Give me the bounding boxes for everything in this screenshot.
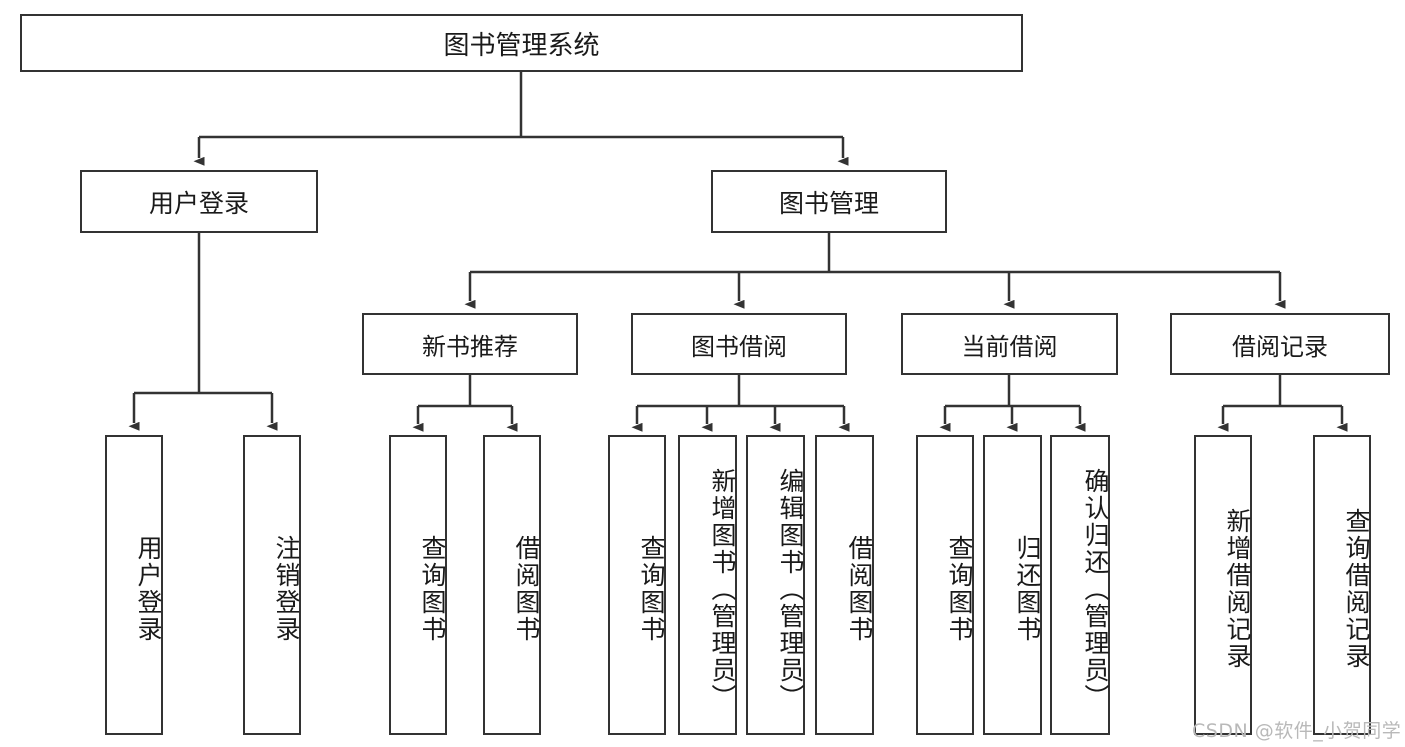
node-leaf-query-book-3-label: 查询图书	[945, 535, 974, 643]
edges-userlogin-to-leaves	[128, 233, 278, 431]
node-leaf-query-record[interactable]: 查询借阅记录	[1313, 435, 1371, 735]
node-leaf-borrow-book-1-label: 借阅图书	[512, 535, 541, 643]
edges-currentborrow-to-leaves	[939, 375, 1086, 432]
node-user-login-label: 用户登录	[148, 188, 249, 218]
csdn-watermark: CSDN @软件_小贺同学	[1192, 720, 1402, 742]
edges-bookborrow-to-leaves	[631, 375, 850, 432]
node-leaf-query-record-label: 查询借阅记录	[1342, 508, 1371, 670]
node-user-login[interactable]: 用户登录	[80, 170, 318, 233]
node-borrow-record[interactable]: 借阅记录	[1170, 313, 1390, 375]
node-current-borrow[interactable]: 当前借阅	[901, 313, 1118, 375]
node-leaf-confirm-return-label: 确认归还（管理员）	[1081, 467, 1110, 711]
node-leaf-return-book-label: 归还图书	[1013, 535, 1042, 643]
node-borrow-record-label: 借阅记录	[1232, 332, 1328, 361]
node-book-borrow[interactable]: 图书借阅	[631, 313, 847, 375]
node-leaf-query-book-1-label: 查询图书	[418, 535, 447, 643]
node-leaf-confirm-return[interactable]: 确认归还（管理员）	[1050, 435, 1110, 735]
node-leaf-edit-book-label: 编辑图书（管理员）	[776, 467, 805, 711]
edges-root-to-level2	[193, 72, 849, 166]
node-root[interactable]: 图书管理系统	[20, 14, 1023, 72]
node-root-label: 图书管理系统	[443, 30, 600, 61]
node-leaf-add-record-label: 新增借阅记录	[1223, 508, 1252, 670]
node-leaf-query-book-2-label: 查询图书	[637, 535, 666, 643]
node-leaf-borrow-book-2-label: 借阅图书	[845, 535, 874, 643]
node-new-book-recommend-label: 新书推荐	[422, 332, 518, 361]
edges-newbook-to-leaves	[412, 375, 518, 432]
node-leaf-user-login-label: 用户登录	[134, 535, 163, 643]
node-leaf-return-book[interactable]: 归还图书	[983, 435, 1042, 735]
node-book-borrow-label: 图书借阅	[691, 332, 787, 361]
edges-bookmanage-to-level3	[464, 233, 1286, 309]
node-leaf-logout[interactable]: 注销登录	[243, 435, 301, 735]
node-leaf-user-login[interactable]: 用户登录	[105, 435, 163, 735]
node-leaf-add-book[interactable]: 新增图书（管理员）	[678, 435, 737, 735]
edges-borrowrecord-to-leaves	[1217, 375, 1348, 432]
node-leaf-borrow-book-2[interactable]: 借阅图书	[815, 435, 874, 735]
node-leaf-logout-label: 注销登录	[272, 535, 301, 643]
node-leaf-borrow-book-1[interactable]: 借阅图书	[483, 435, 541, 735]
node-new-book-recommend[interactable]: 新书推荐	[362, 313, 578, 375]
node-current-borrow-label: 当前借阅	[961, 332, 1058, 361]
node-leaf-add-book-label: 新增图书（管理员）	[708, 467, 737, 711]
node-leaf-edit-book[interactable]: 编辑图书（管理员）	[746, 435, 805, 735]
node-leaf-add-record[interactable]: 新增借阅记录	[1194, 435, 1252, 735]
node-leaf-query-book-3[interactable]: 查询图书	[916, 435, 974, 735]
node-leaf-query-book-2[interactable]: 查询图书	[608, 435, 666, 735]
node-book-manage[interactable]: 图书管理	[711, 170, 947, 233]
node-book-manage-label: 图书管理	[778, 188, 879, 218]
node-leaf-query-book-1[interactable]: 查询图书	[389, 435, 447, 735]
